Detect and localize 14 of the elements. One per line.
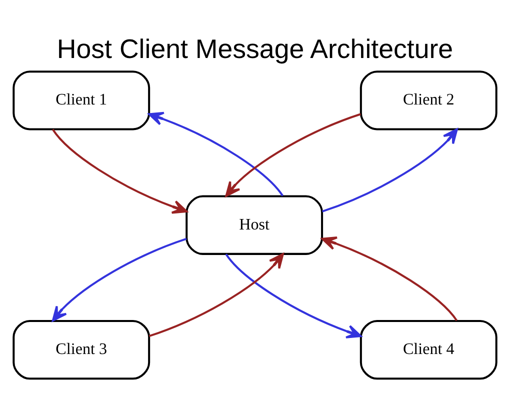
node-box: Client 1: [12, 70, 150, 130]
node-box: Client 3: [12, 320, 150, 380]
diagram-title: Host Client Message Architecture: [56, 34, 454, 64]
arrow: [322, 128, 458, 212]
node-box: Client 2: [360, 70, 498, 130]
arrow: [148, 112, 284, 196]
node-box: Client 4: [360, 320, 498, 380]
arrow: [225, 254, 362, 338]
arrow: [321, 236, 458, 322]
arrow: [52, 238, 187, 322]
arrow: [148, 253, 284, 338]
arrow: [225, 113, 361, 197]
node-box: Host: [186, 195, 324, 255]
arrow: [52, 128, 188, 214]
